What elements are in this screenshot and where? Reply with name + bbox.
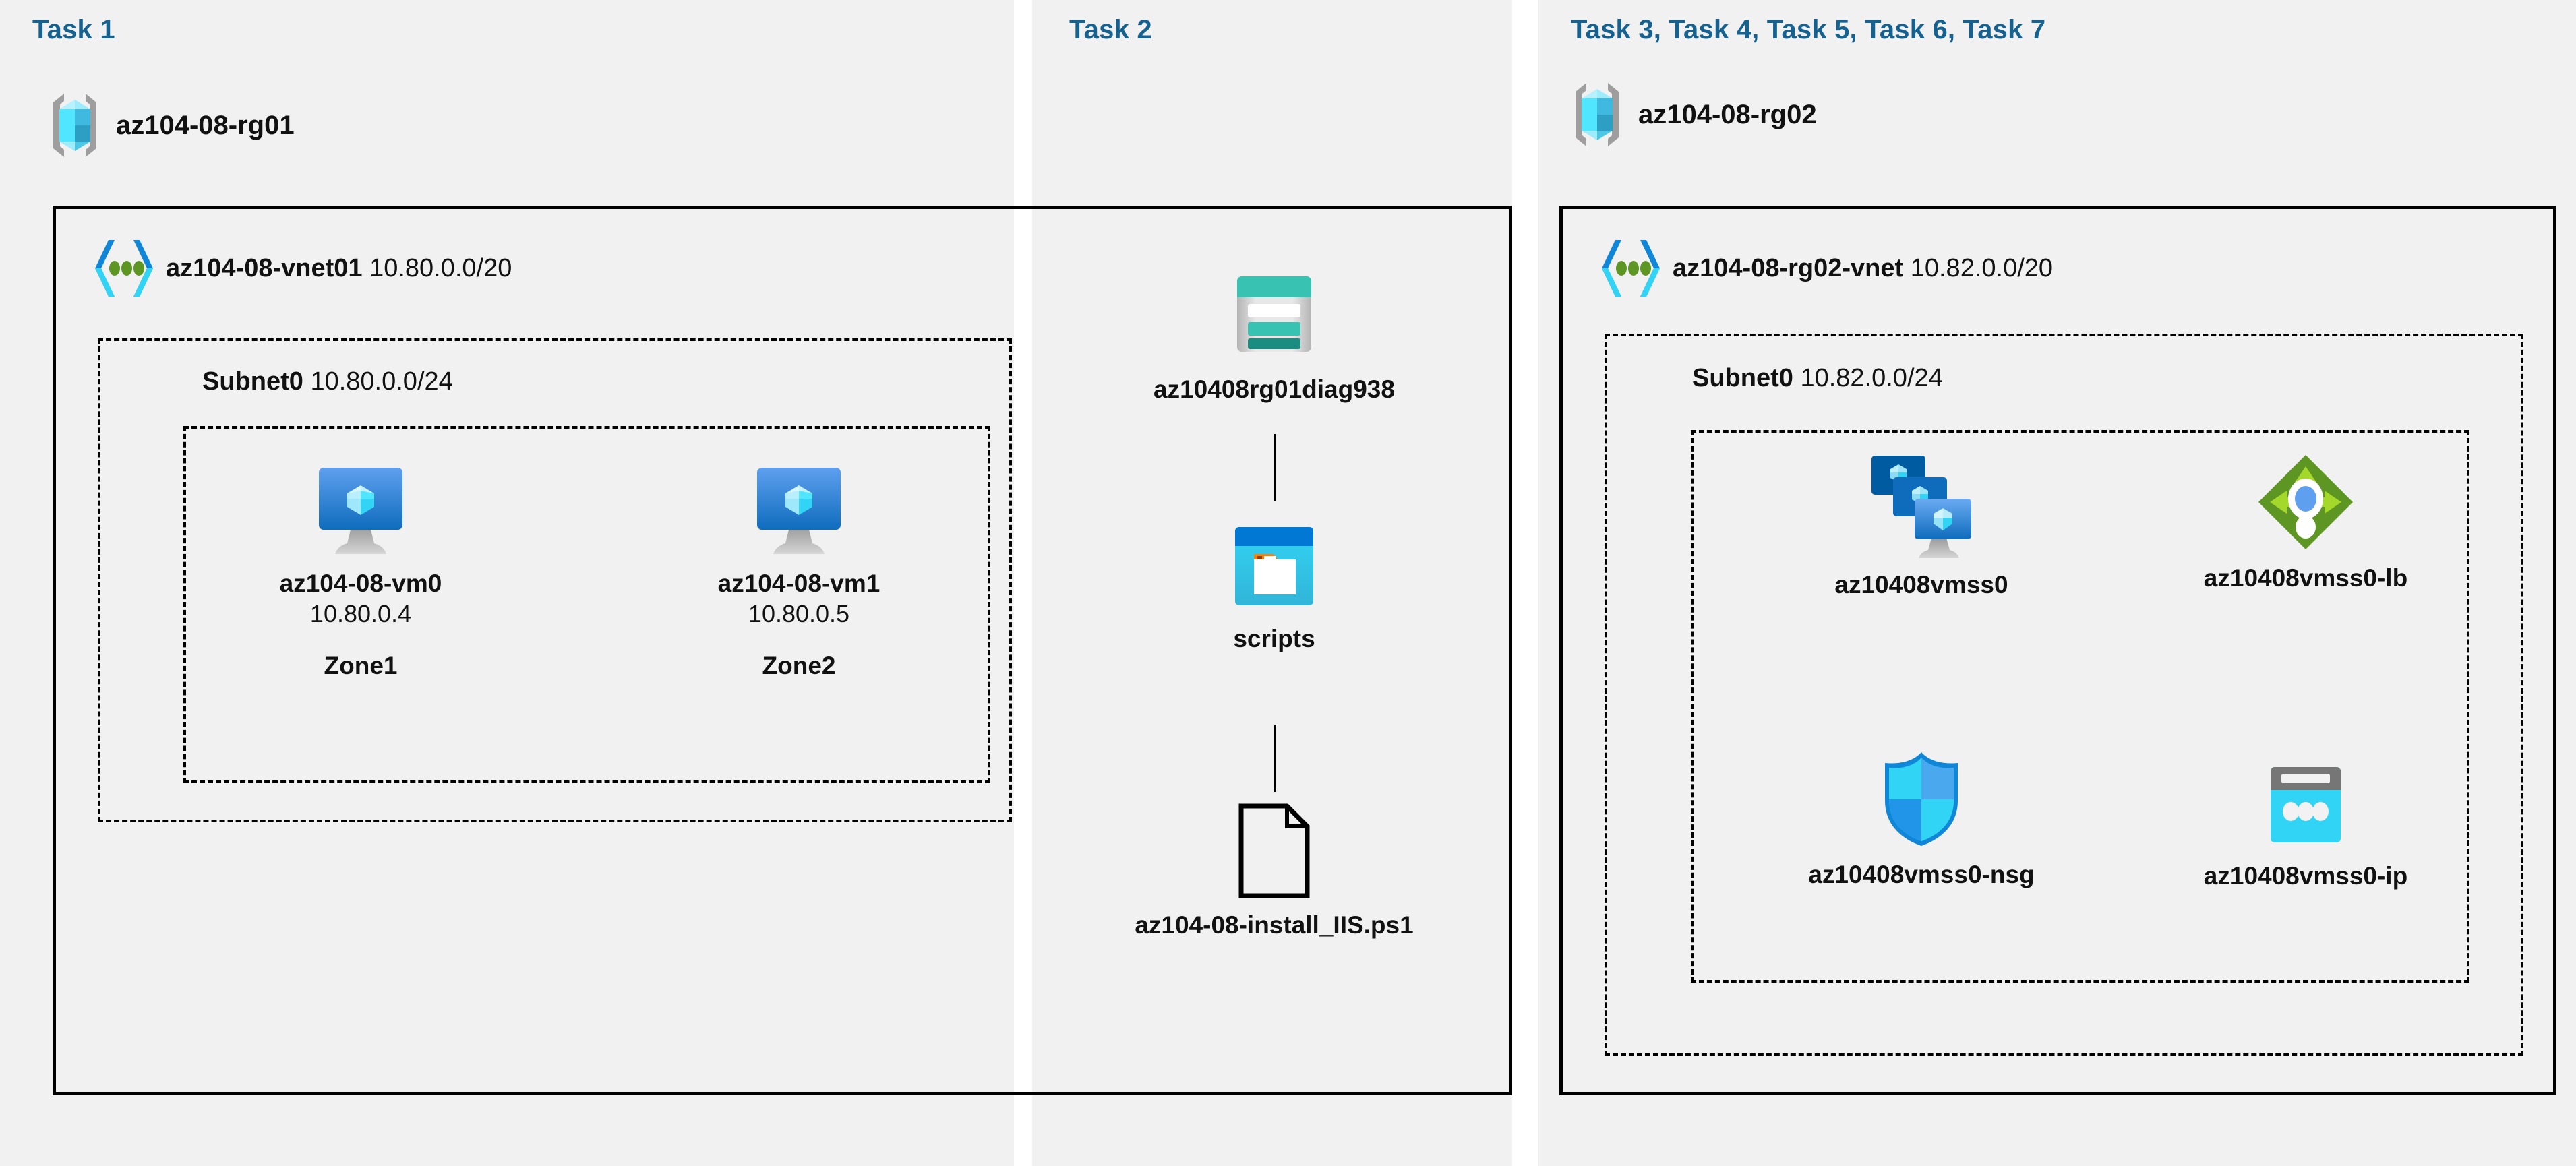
vnet-icon [94,237,154,299]
load-balancer-icon [2255,452,2356,553]
task3-group-title: Task 3, Task 4, Task 5, Task 6, Task 7 [1571,15,2046,44]
vm-ip: 10.80.0.5 [748,599,850,627]
storage-account-node[interactable]: az10408rg01diag938 [1146,263,1402,404]
vnet-icon [1601,237,1660,299]
virtual-machine-icon [749,458,849,558]
task3-panel [1538,0,2576,1166]
task1-subnet-title: Subnet0 10.80.0.0/24 [202,367,453,396]
task1-vnet-title: az104-08-vnet01 10.80.0.0/20 [166,253,512,282]
task1-title: Task 1 [32,15,115,44]
task1-zone-box [183,426,990,783]
task3-vnet-title: az104-08-rg02-vnet 10.82.0.0/20 [1673,253,2054,282]
script-file-node[interactable]: az104-08-install_IIS.ps1 [1135,802,1414,940]
task1-resource-group[interactable]: az104-08-rg01 [49,92,295,159]
task3-resource-group[interactable]: az104-08-rg02 [1571,81,1817,148]
public-ip-address-icon [2261,762,2350,851]
virtual-machine-node[interactable]: az104-08-vm0 10.80.0.4 Zone1 [266,458,455,680]
task3-subnet-title: Subnet0 10.82.0.0/24 [1692,364,1943,392]
storage-account-icon [1224,263,1325,364]
resource-group-label: az104-08-rg01 [116,110,295,140]
storage-to-container-connector [1274,434,1276,501]
load-balancer-name: az10408vmss0-lb [2203,564,2408,592]
blob-container-node[interactable]: scripts [1187,519,1362,654]
vm-name: az104-08-vm0 [279,570,442,597]
blob-container-name: scripts [1233,625,1315,652]
task2-panel-overlay [1032,0,1512,206]
virtual-machine-icon [311,458,411,558]
virtual-machine-node[interactable]: az104-08-vm1 10.80.0.5 Zone2 [705,458,893,680]
vm-scale-set-node[interactable]: az10408vmss0 [1807,452,2036,600]
resource-group-icon [49,92,101,159]
public-ip-address-node[interactable]: az10408vmss0-ip [2191,762,2420,891]
script-file-name: az104-08-install_IIS.ps1 [1135,911,1414,939]
network-security-group-name: az10408vmss0-nsg [1808,861,2035,888]
vm-name: az104-08-vm1 [717,570,880,597]
blob-container-icon [1227,519,1321,613]
network-security-group-node[interactable]: az10408vmss0-nsg [1807,748,2036,890]
storage-account-name: az10408rg01diag938 [1154,375,1395,403]
task3-vnet-header[interactable]: az104-08-rg02-vnet 10.82.0.0/20 [1601,237,2053,299]
task3-vnet-box [1559,206,2556,1095]
task3-resources-box [1691,430,2469,983]
task2-title-overlay: Task 2 [1069,15,1152,44]
task1-panel [0,0,1014,1166]
load-balancer-node[interactable]: az10408vmss0-lb [2191,452,2420,593]
vm-scale-set-icon [1867,452,1975,559]
container-to-file-connector [1274,725,1276,792]
task3-subnet-box [1605,334,2523,1056]
vm-scale-set-name: az10408vmss0 [1834,571,2008,599]
public-ip-address-name: az10408vmss0-ip [2203,862,2408,890]
resource-group-icon [1571,81,1623,148]
file-icon [1237,802,1311,900]
vm-zone: Zone2 [762,651,836,679]
vm-zone: Zone1 [324,651,398,679]
task1-vnet-header[interactable]: az104-08-vnet01 10.80.0.0/20 [94,237,512,299]
task1-vnet-box [53,206,1512,1095]
vm-ip: 10.80.0.4 [309,599,412,627]
resource-group-label: az104-08-rg02 [1638,99,1817,129]
task1-subnet-box [98,338,1012,822]
network-security-group-icon [1874,748,1969,849]
